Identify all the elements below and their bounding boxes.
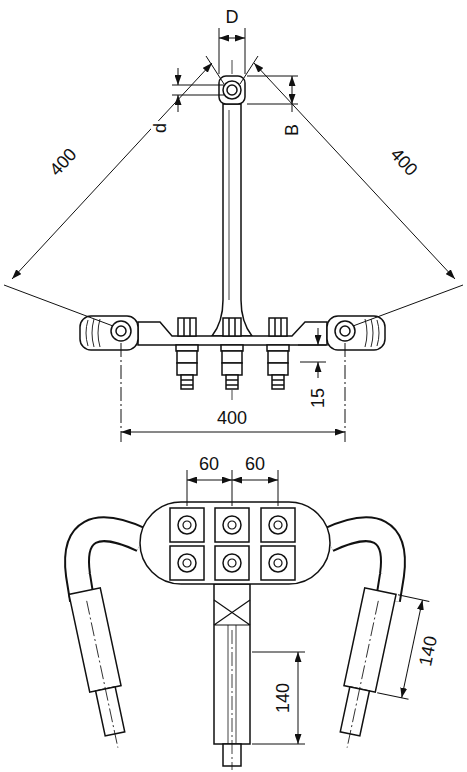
right-arm-fill — [328, 529, 393, 600]
dimension-D — [245, 28, 246, 74]
dimension-left — [12, 63, 212, 279]
dimension-horizontal — [121, 432, 345, 433]
clamp-plate-plan — [140, 502, 330, 584]
clamp-grip — [86, 319, 100, 347]
right-arm — [328, 529, 393, 600]
dimension-B — [292, 76, 293, 104]
dimension-d — [172, 85, 224, 86]
dimension-left — [4, 56, 224, 326]
dimension-sleeve — [398, 595, 429, 602]
dimension-horizontal — [345, 343, 346, 442]
dimension-60 — [187, 470, 188, 506]
eye-pin — [116, 326, 126, 336]
dimension-label: D — [224, 8, 241, 26]
eye-hole — [335, 321, 355, 341]
eye-pin — [227, 85, 237, 95]
dimension-stem — [252, 652, 305, 653]
dimension-15 — [298, 345, 326, 346]
stem — [212, 104, 252, 336]
dimension-label: B — [283, 122, 301, 138]
bolt — [215, 508, 249, 542]
left-arm — [77, 529, 142, 600]
dimension-left — [206, 56, 224, 84]
dimension-D — [219, 28, 245, 74]
dimension-horizontal — [121, 343, 345, 442]
clamp-grip — [365, 319, 379, 347]
dimension-label: 400 — [215, 409, 249, 427]
bolt — [170, 546, 204, 580]
left-arm-fill — [77, 529, 142, 600]
dimension-B — [247, 104, 298, 105]
bolt — [261, 508, 295, 542]
dimension-B — [247, 76, 298, 112]
dimension-d — [178, 68, 179, 85]
bolt — [215, 546, 249, 580]
center-line — [232, 630, 233, 770]
plan-view — [69, 470, 429, 770]
dimension-stem — [252, 652, 305, 744]
dimension-label: 400 — [386, 143, 422, 180]
dimension-15 — [318, 328, 319, 345]
dimension-15 — [298, 328, 326, 378]
right-sleeve — [331, 588, 429, 758]
dimension-sleeve — [377, 693, 408, 700]
dimension-D — [219, 38, 245, 39]
dimension-60 — [232, 480, 278, 481]
dimension-right — [254, 63, 455, 279]
dimension-60 — [232, 470, 233, 506]
dimension-right — [240, 56, 258, 84]
stem-cross — [214, 600, 250, 625]
bolt — [261, 546, 295, 580]
dimension-stem — [298, 652, 299, 744]
dimension-stem — [252, 744, 305, 745]
right-sleeve — [347, 601, 378, 748]
dimension-left — [4, 285, 113, 326]
dimension-D — [219, 28, 220, 74]
bolt — [267, 318, 289, 389]
dimension-label: 60 — [197, 455, 221, 473]
dimension-label: 140 — [416, 632, 441, 669]
dimension-d — [172, 68, 224, 112]
dimension-horizontal — [121, 343, 122, 442]
dimension-60 — [278, 470, 279, 506]
stem-edge — [229, 110, 230, 300]
left-clamp — [80, 316, 138, 350]
dimension-label: 15 — [309, 386, 327, 410]
dimension-label: d — [151, 121, 169, 135]
bolt — [176, 318, 198, 389]
dimension-label: 400 — [45, 143, 81, 180]
dimension-d — [172, 95, 224, 96]
dimension-60 — [187, 480, 232, 481]
eye-hole — [111, 321, 131, 341]
top-eye — [219, 76, 245, 104]
left-sleeve — [87, 601, 118, 748]
dimension-B — [292, 104, 293, 112]
dimension-B — [247, 76, 298, 77]
eye-hole — [223, 81, 241, 99]
bolt — [221, 318, 243, 389]
dimension-d — [178, 95, 179, 112]
dimension-60 — [187, 470, 278, 506]
dimension-15 — [318, 362, 319, 378]
left-sleeve — [69, 588, 134, 751]
bolt — [170, 508, 204, 542]
stem-edge — [236, 625, 237, 744]
dimension-label: 60 — [243, 455, 267, 473]
dimension-label: 140 — [274, 681, 292, 715]
right-clamp — [327, 316, 385, 350]
dimension-15 — [300, 362, 326, 363]
eye-pin — [340, 326, 350, 336]
side-view — [4, 28, 463, 442]
dimension-right — [240, 56, 463, 326]
stem-edge — [228, 625, 229, 744]
dimension-right — [353, 285, 463, 326]
